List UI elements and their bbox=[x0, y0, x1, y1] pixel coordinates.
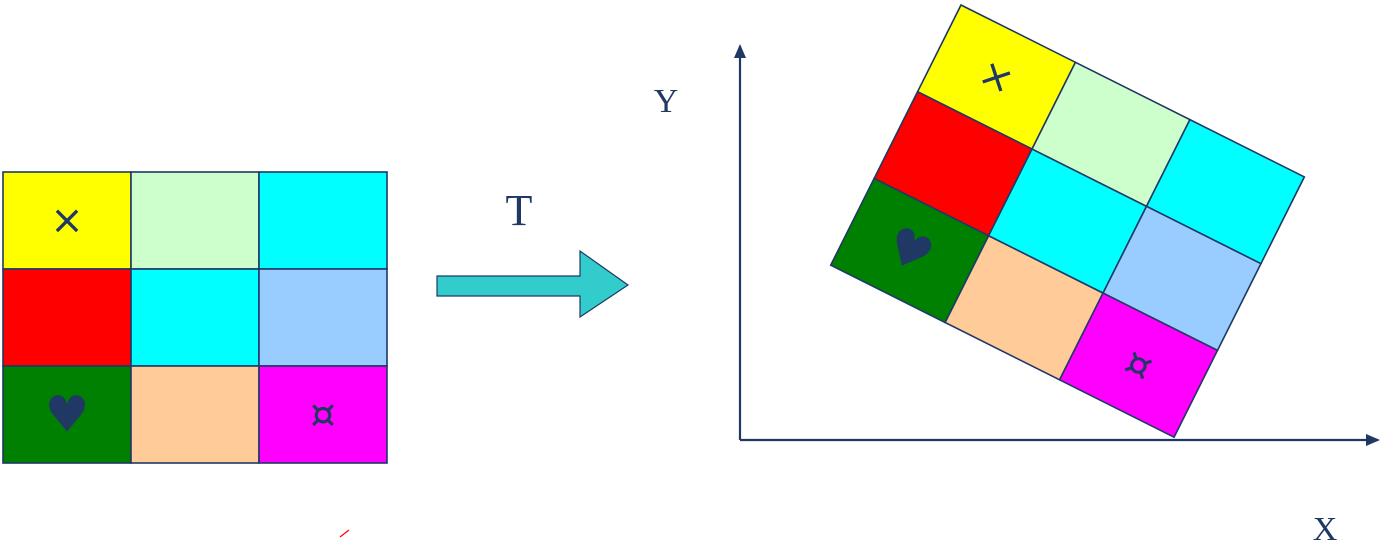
source-cross-icon: × bbox=[50, 198, 84, 244]
transform-arrow: T bbox=[436, 186, 630, 319]
source-cell-r3c2 bbox=[130, 365, 260, 464]
source-cell-r3c3 bbox=[258, 365, 388, 464]
source-cell-r1c2 bbox=[130, 171, 260, 270]
source-cell-r2c3 bbox=[258, 268, 388, 367]
source-cell-r1c1 bbox=[2, 171, 132, 270]
stray-mark bbox=[339, 529, 350, 538]
source-cell-r1c3 bbox=[258, 171, 388, 270]
source-grid: × ♥ ¤ bbox=[2, 171, 388, 464]
source-cell-r3c1 bbox=[2, 365, 132, 464]
source-cell-r2c1 bbox=[2, 268, 132, 367]
coordinate-axes: Y X bbox=[654, 44, 1380, 547]
y-axis-label: Y bbox=[654, 83, 679, 120]
transformed-cell-r3c3 bbox=[1058, 292, 1219, 439]
source-heart-icon: ♥ bbox=[45, 386, 90, 444]
source-currency-sign-icon: ¤ bbox=[310, 392, 335, 438]
transform-arrow-shape bbox=[436, 249, 630, 319]
transform-label: T bbox=[506, 186, 533, 235]
x-axis-label: X bbox=[1313, 511, 1338, 547]
source-cell-r2c2 bbox=[130, 268, 260, 367]
transformed-grid: ×♥¤ bbox=[829, 3, 1306, 439]
